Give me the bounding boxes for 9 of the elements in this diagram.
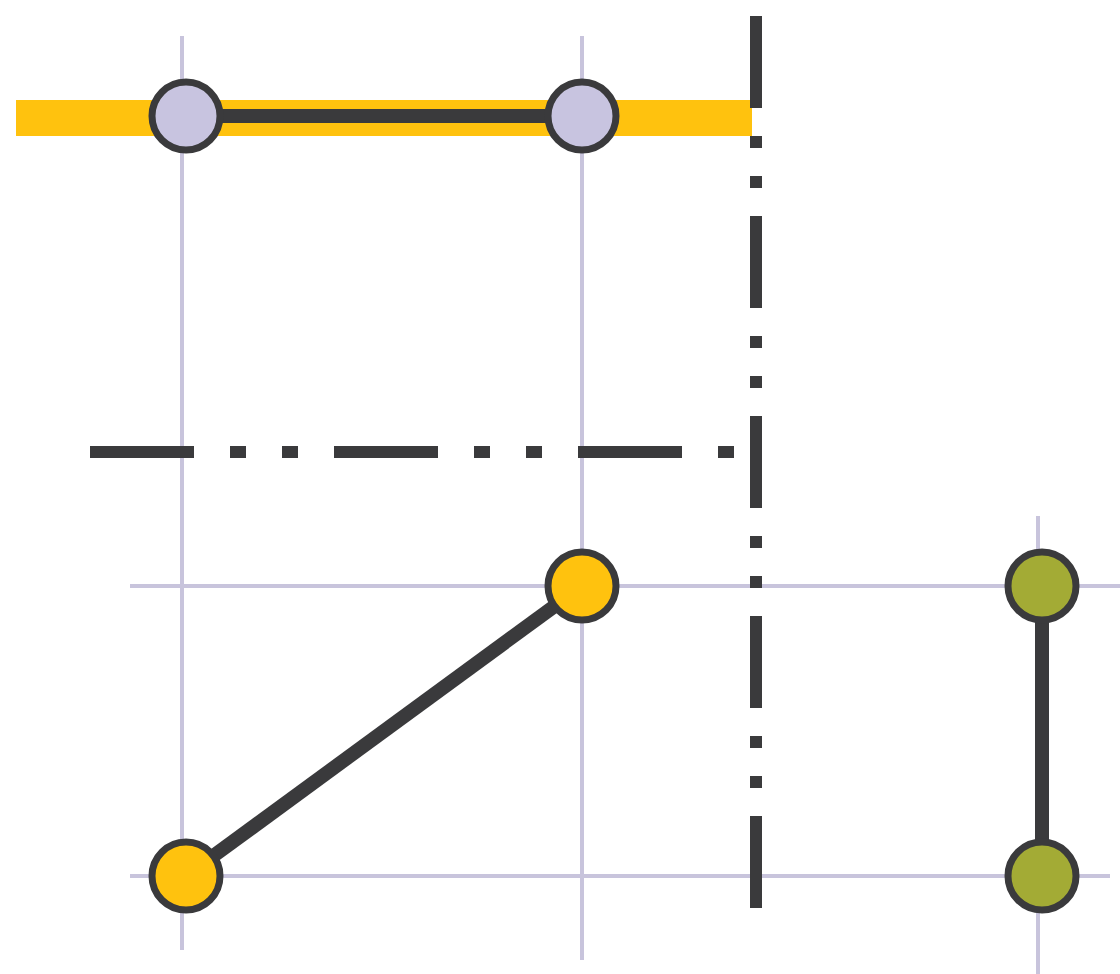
circle-node: [148, 78, 224, 154]
connector-line: [220, 109, 548, 123]
circle-node: [1004, 548, 1080, 624]
circle-node: [544, 78, 620, 154]
connector-line: [209, 600, 559, 862]
circle-node: [1004, 838, 1080, 914]
circle-node: [544, 548, 620, 624]
connector-line: [1035, 620, 1049, 842]
circle-node: [148, 838, 224, 914]
